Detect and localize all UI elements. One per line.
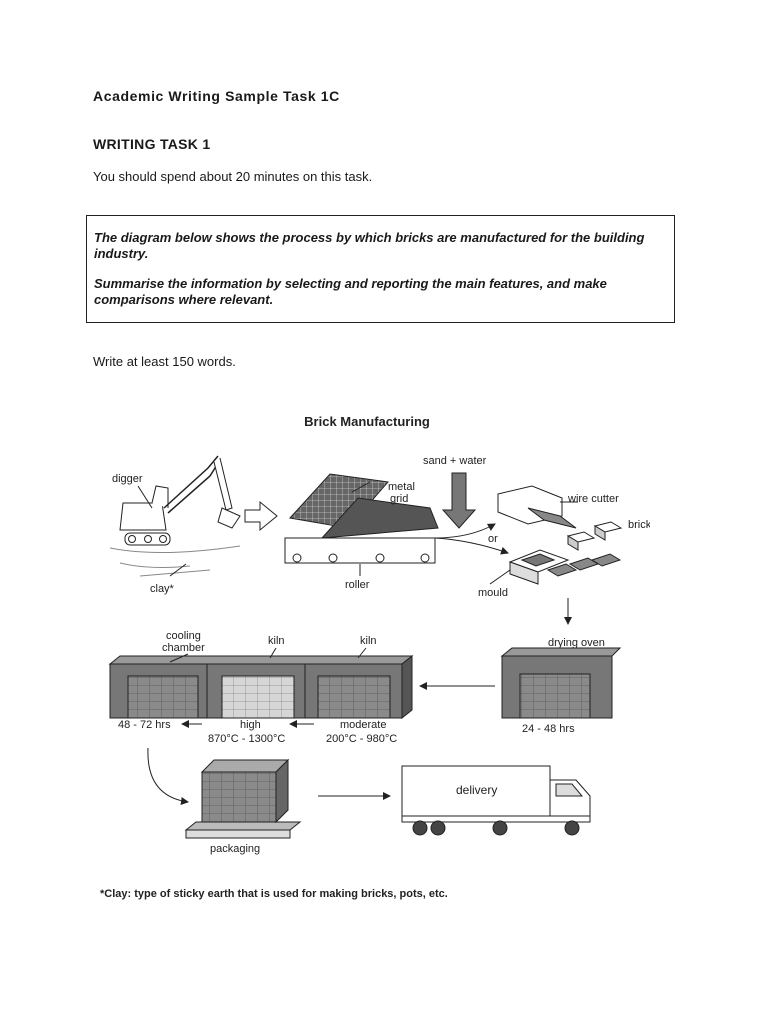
- sand-water-arrow-icon: [441, 472, 477, 529]
- split-arrow-lower: [434, 537, 509, 555]
- label-drying-oven: drying oven: [548, 637, 605, 649]
- label-sand-water: sand + water: [423, 455, 487, 467]
- label-cooling-time: 48 - 72 hrs: [118, 719, 171, 731]
- label-packaging: packaging: [210, 843, 260, 855]
- label-kiln-high: kiln: [268, 635, 285, 647]
- hollow-arrow-icon: [244, 500, 278, 532]
- label-kiln-moderate: kiln: [360, 635, 377, 647]
- kiln-row-icon: [108, 654, 414, 720]
- time-instruction: You should spend about 20 minutes on thi…: [93, 169, 373, 184]
- label-mould: mould: [478, 587, 508, 599]
- label-moderate: moderate: [340, 719, 386, 731]
- label-digger: digger: [112, 473, 143, 485]
- label-bricks: bricks: [628, 519, 650, 531]
- diagram-title: Brick Manufacturing: [304, 414, 430, 429]
- packaging-icon: [184, 758, 302, 839]
- label-high-temp: 870°C - 1300°C: [208, 733, 285, 745]
- mould-icon: [508, 549, 622, 585]
- split-arrow-upper: [434, 523, 496, 539]
- label-cooling-1: cooling: [166, 630, 201, 642]
- wire-cutter-icon: [497, 485, 577, 529]
- ground-lines: [109, 545, 241, 577]
- label-moderate-temp: 200°C - 980°C: [326, 733, 397, 745]
- label-clay: clay*: [150, 583, 175, 595]
- brick-manufacturing-diagram: Brick Manufacturing digger clay* metal g…: [100, 414, 650, 900]
- prompt-task: Summarise the information by selecting a…: [94, 276, 607, 307]
- metal-grid-conveyor-icon: [284, 473, 439, 564]
- page-heading: Academic Writing Sample Task 1C: [93, 88, 340, 104]
- task-title: WRITING TASK 1: [93, 136, 211, 152]
- label-drying-time: 24 - 48 hrs: [522, 723, 575, 735]
- label-or: or: [488, 533, 498, 545]
- diagram-footnote: *Clay: type of sticky earth that is used…: [100, 888, 448, 900]
- word-count-instruction: Write at least 150 words.: [93, 354, 236, 369]
- label-roller: roller: [345, 579, 370, 591]
- label-delivery: delivery: [456, 783, 497, 797]
- label-metal-grid-2: grid: [390, 493, 408, 505]
- delivery-truck-icon: [401, 765, 591, 836]
- prompt-description: The diagram below shows the process by w…: [94, 230, 645, 261]
- label-high: high: [240, 719, 261, 731]
- drying-oven-icon: [500, 647, 622, 719]
- digger-icon: [119, 455, 241, 546]
- bricks-icon: [566, 521, 623, 551]
- prompt-box: The diagram below shows the process by w…: [86, 215, 675, 323]
- label-cooling-2: chamber: [162, 642, 205, 654]
- arrow-to-packaging: [147, 747, 189, 805]
- label-metal-grid-1: metal: [388, 481, 415, 493]
- label-wire-cutter: wire cutter: [567, 493, 619, 505]
